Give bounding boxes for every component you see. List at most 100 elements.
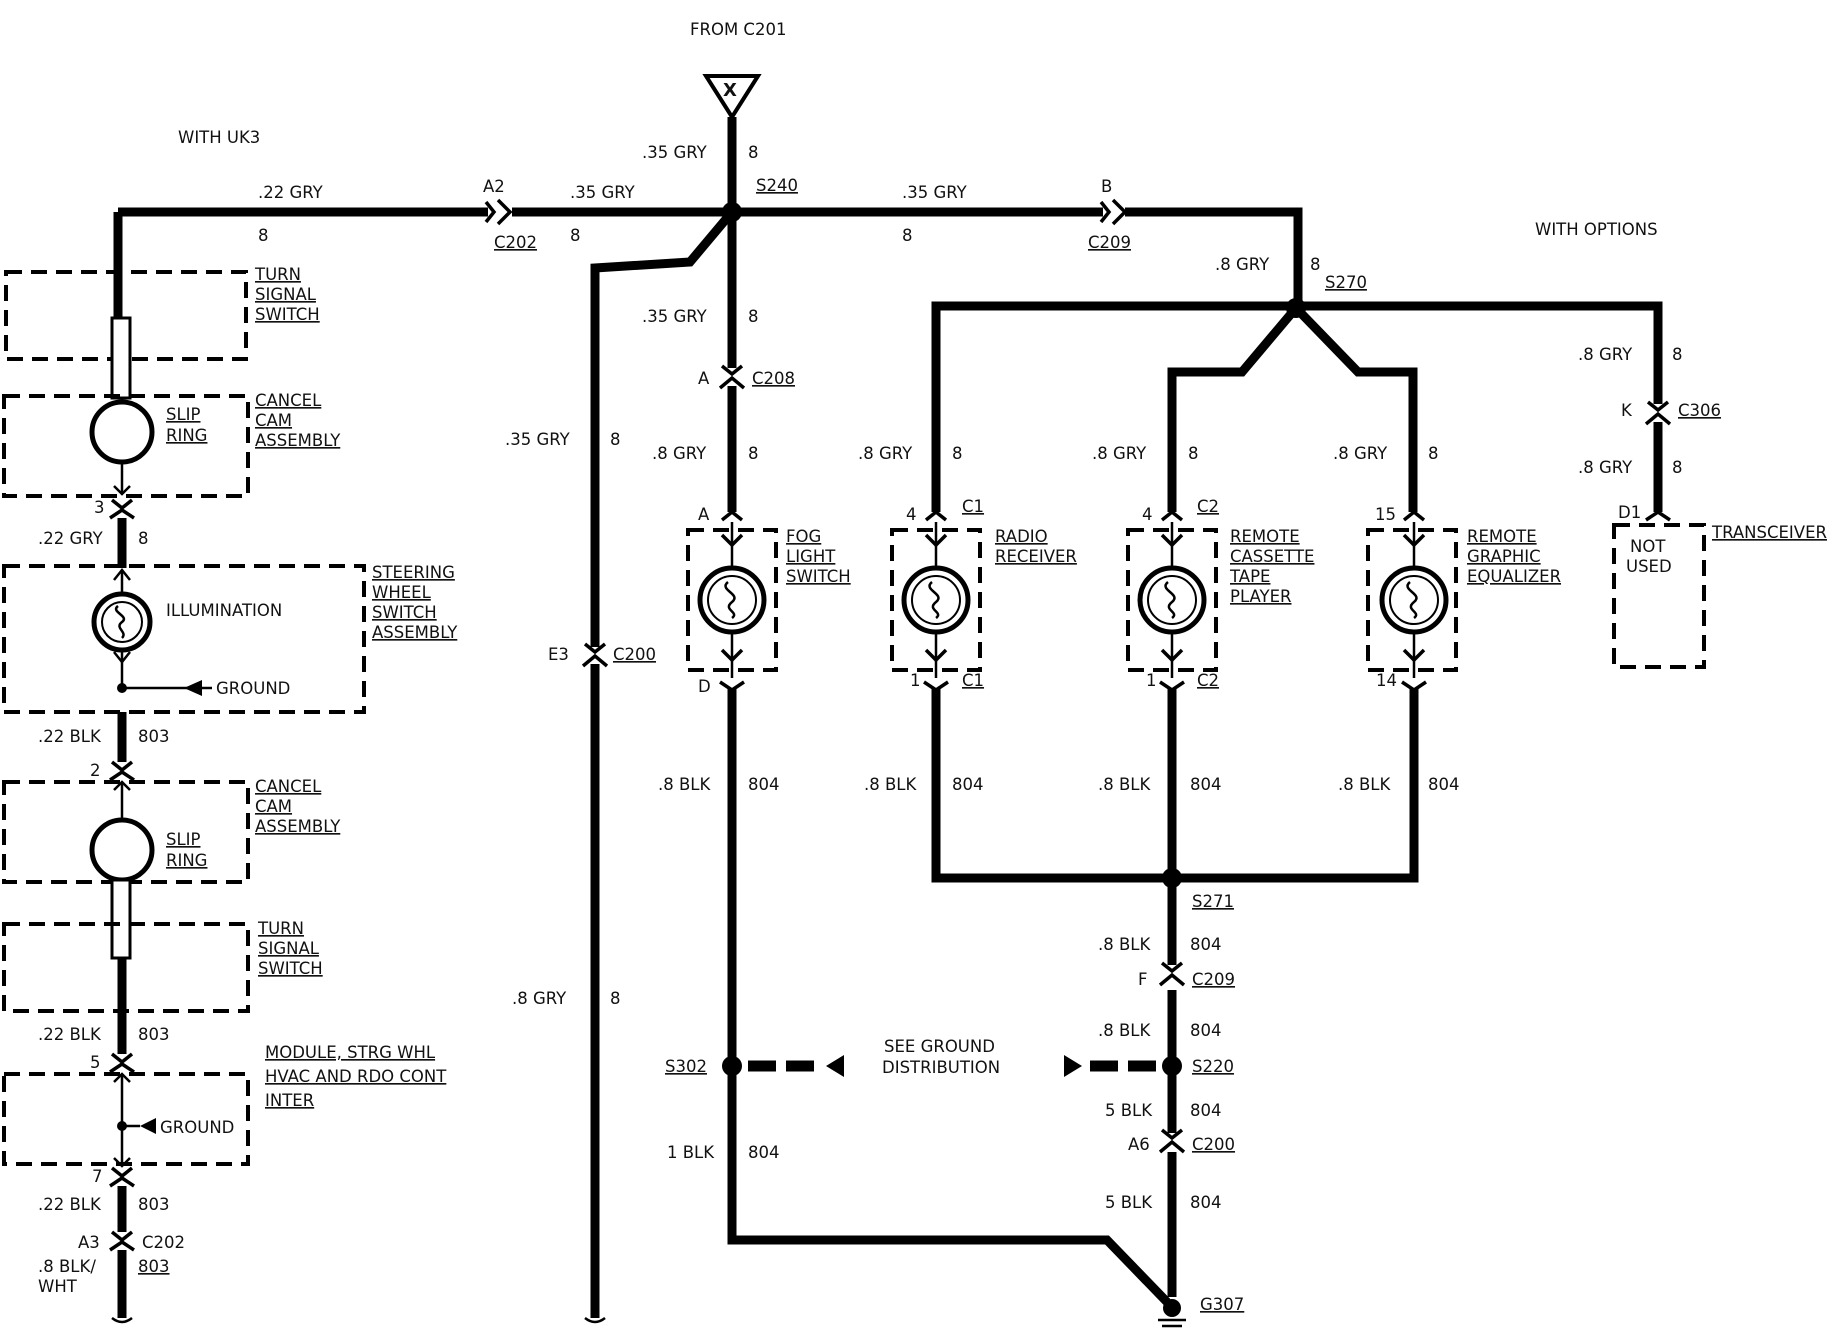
fog-label-3: SWITCH: [786, 567, 851, 586]
label-eq-out-size: .8 BLK: [1338, 775, 1391, 794]
label-eq-out-circuit: 804: [1428, 775, 1460, 794]
slip-ring-shaft-upper: [110, 316, 132, 400]
wire-fog-out: [727, 688, 1171, 1306]
label-left-trunk-low-size: .8 GRY: [512, 989, 567, 1008]
see-ground-1: SEE GROUND: [884, 1037, 995, 1056]
connector-c209-top: [1099, 198, 1128, 226]
illumination-label: ILLUMINATION: [166, 601, 282, 620]
c306-id: C306: [1678, 401, 1721, 420]
s271-label: S271: [1192, 892, 1234, 911]
label-cassette-in-size: .8 GRY: [1092, 444, 1147, 463]
label-trans-b-circuit: 8: [1672, 458, 1683, 477]
c202-top-pin: A2: [483, 177, 505, 196]
splice-s271: [1162, 868, 1182, 888]
label-fog-in-size: .8 GRY: [652, 444, 707, 463]
radio-top-id: C1: [962, 497, 984, 516]
cassette-label-4: PLAYER: [1230, 587, 1292, 606]
turn-signal-upper-2: SIGNAL: [255, 285, 317, 304]
radio-bottom-id: C1: [962, 671, 984, 690]
eq-top-pin: 15: [1375, 505, 1396, 524]
label-fog-in-circuit: 8: [748, 444, 759, 463]
label-radio-in-size: .8 GRY: [858, 444, 913, 463]
label-sw-gry-size: .22 GRY: [38, 529, 104, 548]
c200-low-pin: A6: [1128, 1135, 1150, 1154]
wire-s270-bus: [931, 301, 1663, 512]
cassette-label-2: CASSETTE: [1230, 547, 1314, 566]
fog-bottom-pin: D: [698, 677, 711, 696]
wire-cassette-in: [1167, 305, 1300, 512]
s302-label: S302: [665, 1057, 707, 1076]
c209-low-id: C209: [1192, 970, 1235, 989]
turn-signal-lower-1: TURN: [257, 919, 304, 938]
label-radio-in-circuit: 8: [952, 444, 963, 463]
steering-switch-2: WHEEL: [372, 583, 432, 602]
label-from-c201-size: .35 GRY: [642, 143, 708, 162]
fog-top-pin: A: [698, 505, 710, 524]
label-c200-out-circuit: 804: [1190, 1193, 1222, 1212]
connector-c208: [718, 364, 746, 390]
slip-ring-upper-2: RING: [166, 426, 207, 445]
eq-label-3: EQUALIZER: [1467, 567, 1561, 586]
label-c200-out-size: 5 BLK: [1105, 1193, 1153, 1212]
label-sw-blk1-circuit: 803: [138, 727, 170, 746]
radio-bottom-pin: 1: [910, 671, 921, 690]
c202-bottom-id: C202: [142, 1233, 185, 1252]
label-s270-in-circuit: 8: [1310, 255, 1321, 274]
label-trans-a-size: .8 GRY: [1578, 345, 1633, 364]
steering-switch-4: ASSEMBLY: [372, 623, 458, 642]
steering-wheel-switch-box: [2, 564, 366, 714]
label-sw-blk2-circuit: 803: [138, 1025, 170, 1044]
slip-ring-upper-1: SLIP: [166, 405, 201, 424]
label-left-trunk-size: .35 GRY: [505, 430, 571, 449]
with-uk3-label: WITH UK3: [178, 128, 260, 147]
connector-c202-top: [484, 198, 513, 226]
label-left-trunk-circuit: 8: [610, 430, 621, 449]
turn-signal-upper-3: SWITCH: [255, 305, 320, 324]
s270-label: S270: [1325, 273, 1367, 292]
ground-g307: [1158, 1299, 1186, 1328]
transceiver-label: TRANSCEIVER: [1711, 523, 1827, 542]
cancel-cam-lower-2: CAM: [255, 797, 292, 816]
c209-low-pin: F: [1138, 970, 1148, 989]
cancel-cam-upper-2: CAM: [255, 411, 292, 430]
fog-label-2: LIGHT: [786, 547, 836, 566]
turn-signal-upper-1: TURN: [254, 265, 301, 284]
label-s271-out-size: .8 BLK: [1098, 935, 1151, 954]
wire-eq-in: [1292, 304, 1418, 512]
module-label-3: INTER: [265, 1091, 314, 1110]
s220-ground-arrow: [1064, 1055, 1082, 1077]
splice-s270: [1286, 298, 1306, 318]
label-sw-blk2-size: .22 BLK: [38, 1025, 102, 1044]
c306-pin: K: [1621, 401, 1633, 420]
label-sw-gry-circuit: 8: [138, 529, 149, 548]
ground-arrow-1: [184, 680, 202, 696]
pin2-connector: [109, 760, 135, 782]
x-marker: X: [723, 80, 737, 101]
label-radio-out-size: .8 BLK: [864, 775, 917, 794]
c209-top-id: C209: [1088, 233, 1131, 252]
wire-end-left: [111, 1316, 133, 1324]
label-fog-out-circuit: 804: [748, 775, 780, 794]
with-options-label: WITH OPTIONS: [1535, 220, 1658, 239]
label-sw-blk3-circuit: 803: [138, 1195, 170, 1214]
label-sw-blk1-size: .22 BLK: [38, 727, 102, 746]
see-ground-2: DISTRIBUTION: [882, 1058, 1000, 1077]
label-top-right-size: .35 GRY: [902, 183, 968, 202]
from-c201-triangle: X: [702, 74, 762, 121]
label-bottom-size-1: .8 BLK/: [38, 1257, 96, 1276]
wire-end-trunk: [584, 1316, 606, 1324]
fog-light-switch: [686, 509, 778, 693]
eq-label-1: REMOTE: [1467, 527, 1537, 546]
connector-c200-left: [581, 642, 609, 668]
c208-id: C208: [752, 369, 795, 388]
module-label-1: MODULE, STRG WHL: [265, 1043, 436, 1062]
label-cassette-out-circuit: 804: [1190, 775, 1222, 794]
label-s220-out-circuit: 804: [1190, 1101, 1222, 1120]
steering-switch-1: STEERING: [372, 563, 455, 582]
fog-label-1: FOG: [786, 527, 821, 546]
from-c201-label: FROM C201: [690, 20, 786, 39]
s240-label: S240: [756, 176, 798, 195]
cassette-bottom-pin: 1: [1146, 671, 1157, 690]
slip-ring-upper: [89, 399, 155, 465]
connector-c209-low: [1158, 961, 1186, 987]
